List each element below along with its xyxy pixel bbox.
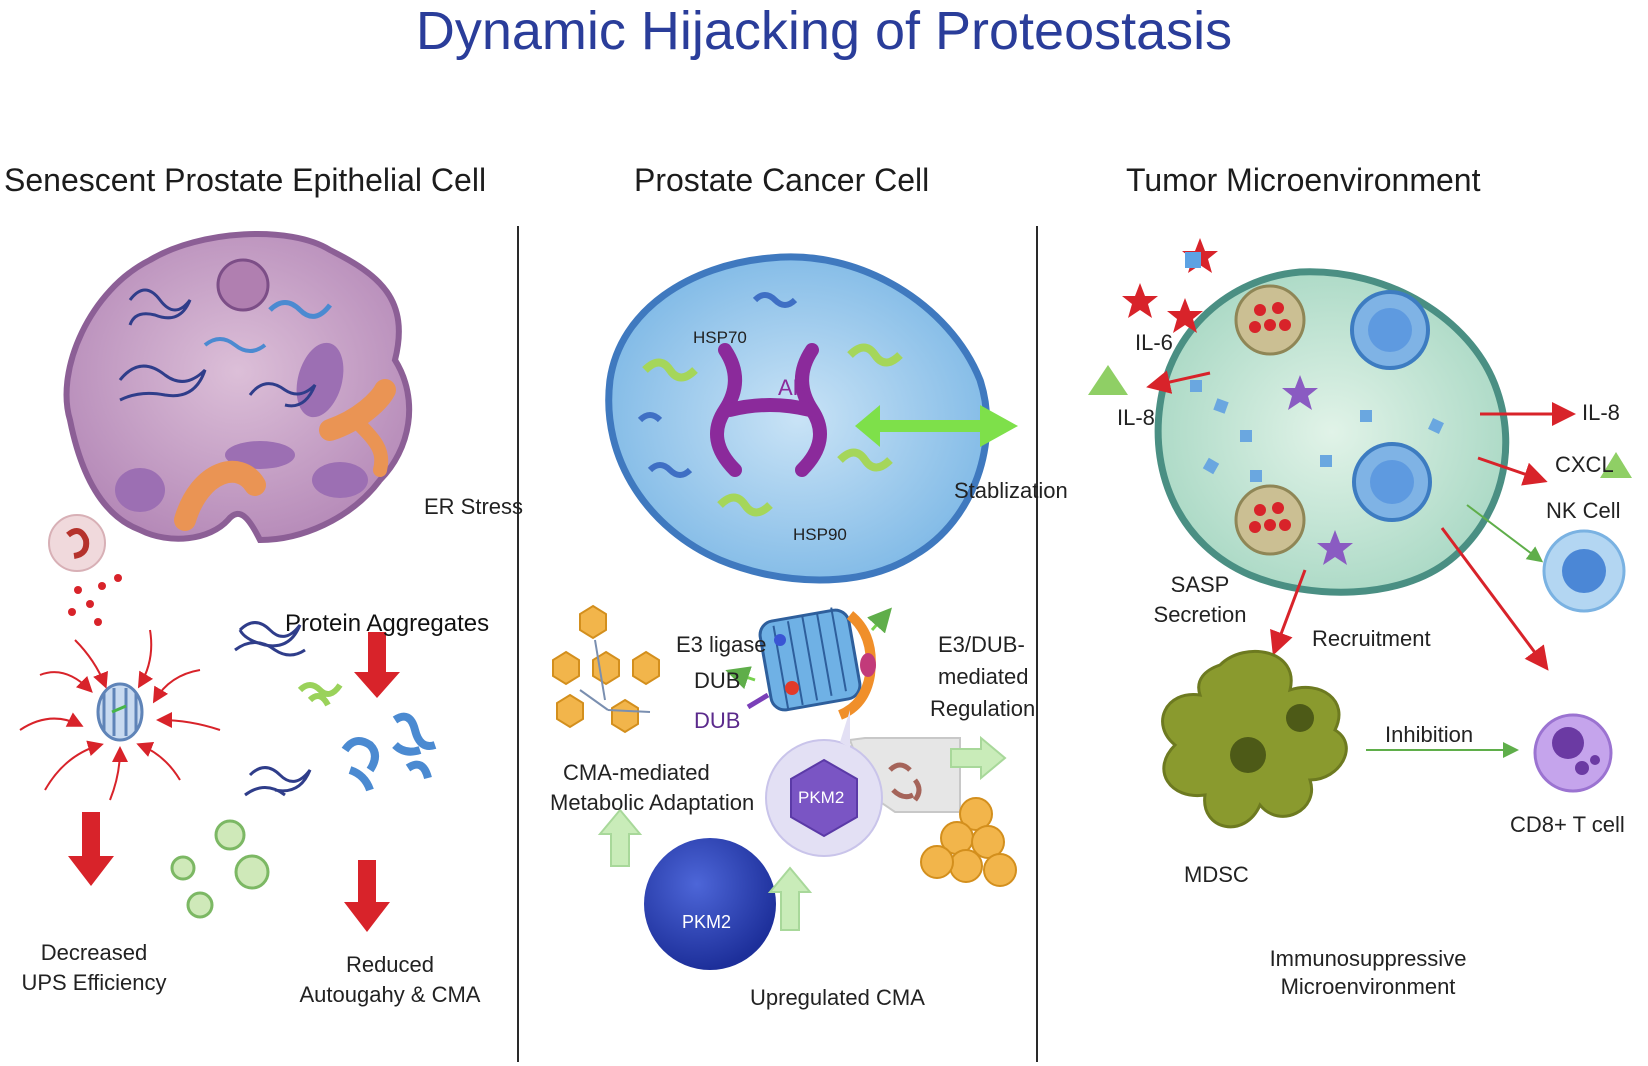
label-pkm2-ball: PKM2 (682, 912, 732, 932)
label-e3dub-1: E3/DUB- (938, 632, 1025, 657)
nk-cell-icon (1542, 529, 1626, 613)
label-metabolic-adaptation: Metabolic Adaptation (550, 790, 755, 815)
label-hsp70: HSP70 (693, 328, 747, 347)
label-upregulated-cma: Upregulated CMA (750, 985, 925, 1010)
red-down-arrows (68, 632, 400, 932)
label-cma-mediated: CMA-mediated (563, 760, 710, 785)
label-pkm2-hex: PKM2 (798, 788, 845, 807)
panel-heading-tme: Tumor Microenvironment (1126, 162, 1481, 198)
tme-green-arrows (1366, 504, 1544, 758)
label-il6: IL-6 (1135, 330, 1173, 355)
label-sasp: SASP (1170, 572, 1230, 597)
tme-cell-illustration (1154, 268, 1510, 596)
proteasome-26s-icon (725, 607, 892, 720)
lysosome-icon (48, 514, 106, 572)
label-cxcl: CXCL (1555, 452, 1614, 477)
label-protein-aggregates: Protein Aggregates (285, 610, 490, 637)
protein-aggregates (234, 621, 437, 797)
cytokine-shapes (1088, 238, 1632, 478)
ups-red-arrows (19, 629, 221, 801)
label-reduced: Reduced (345, 952, 435, 977)
label-decreased: Decreased (40, 940, 148, 965)
senescent-cell-illustration (63, 230, 413, 544)
tme-red-arrows (1146, 370, 1576, 671)
label-recruitment: Recruitment (1312, 626, 1431, 651)
label-microenvironment: Microenvironment (1280, 974, 1456, 999)
panel-heading-senescent: Senescent Prostate Epithelial Cell (4, 162, 487, 198)
label-autophagy-cma: Autougahy & CMA (299, 982, 481, 1007)
label-ups-efficiency: UPS Efficiency (21, 970, 167, 995)
panel-divider-left (517, 226, 519, 1062)
label-mdsc: MDSC (1184, 862, 1249, 887)
label-stabilization: Stablization (954, 478, 1068, 503)
label-il8-right: IL-8 (1582, 400, 1620, 425)
vesicles (170, 819, 270, 919)
orange-ball-cluster (920, 797, 1017, 887)
label-hsp90: HSP90 (793, 525, 847, 544)
panel-heading-cancer: Prostate Cancer Cell (634, 162, 930, 198)
cd8-t-cell-icon (1533, 713, 1613, 793)
stabilization-arrow (855, 405, 1018, 447)
label-dub-1: DUB (694, 668, 741, 693)
pkm2-ball (644, 838, 776, 970)
figure-title: Dynamic Hijacking of Proteostasis (415, 1, 1233, 61)
red-dots (68, 574, 122, 626)
label-secretion: Secretion (1153, 602, 1247, 627)
cma-bubble (765, 710, 883, 857)
label-dub-2: DUB (694, 708, 741, 733)
hexagon-cluster (552, 604, 660, 734)
up-arrows (597, 735, 1007, 931)
label-e3dub-3: Regulation (930, 696, 1036, 721)
proteasome-icon (96, 682, 144, 742)
mdsc-icon (1161, 649, 1348, 829)
label-nk-cell: NK Cell (1546, 498, 1621, 523)
label-inhibition: Inhibition (1385, 722, 1474, 747)
label-cd8-t-cell: CD8+ T cell (1510, 812, 1625, 837)
label-e3dub-2: mediated (938, 664, 1029, 689)
label-ar: AR (778, 375, 809, 400)
cancer-cell-illustration (605, 253, 991, 584)
label-immunosuppressive: Immunosuppressive (1269, 946, 1467, 971)
label-il8-left: IL-8 (1117, 405, 1155, 430)
label-er-stress: ER Stress (424, 494, 524, 519)
label-e3-ligase: E3 ligase (676, 632, 767, 657)
panel-divider-right (1036, 226, 1038, 1062)
